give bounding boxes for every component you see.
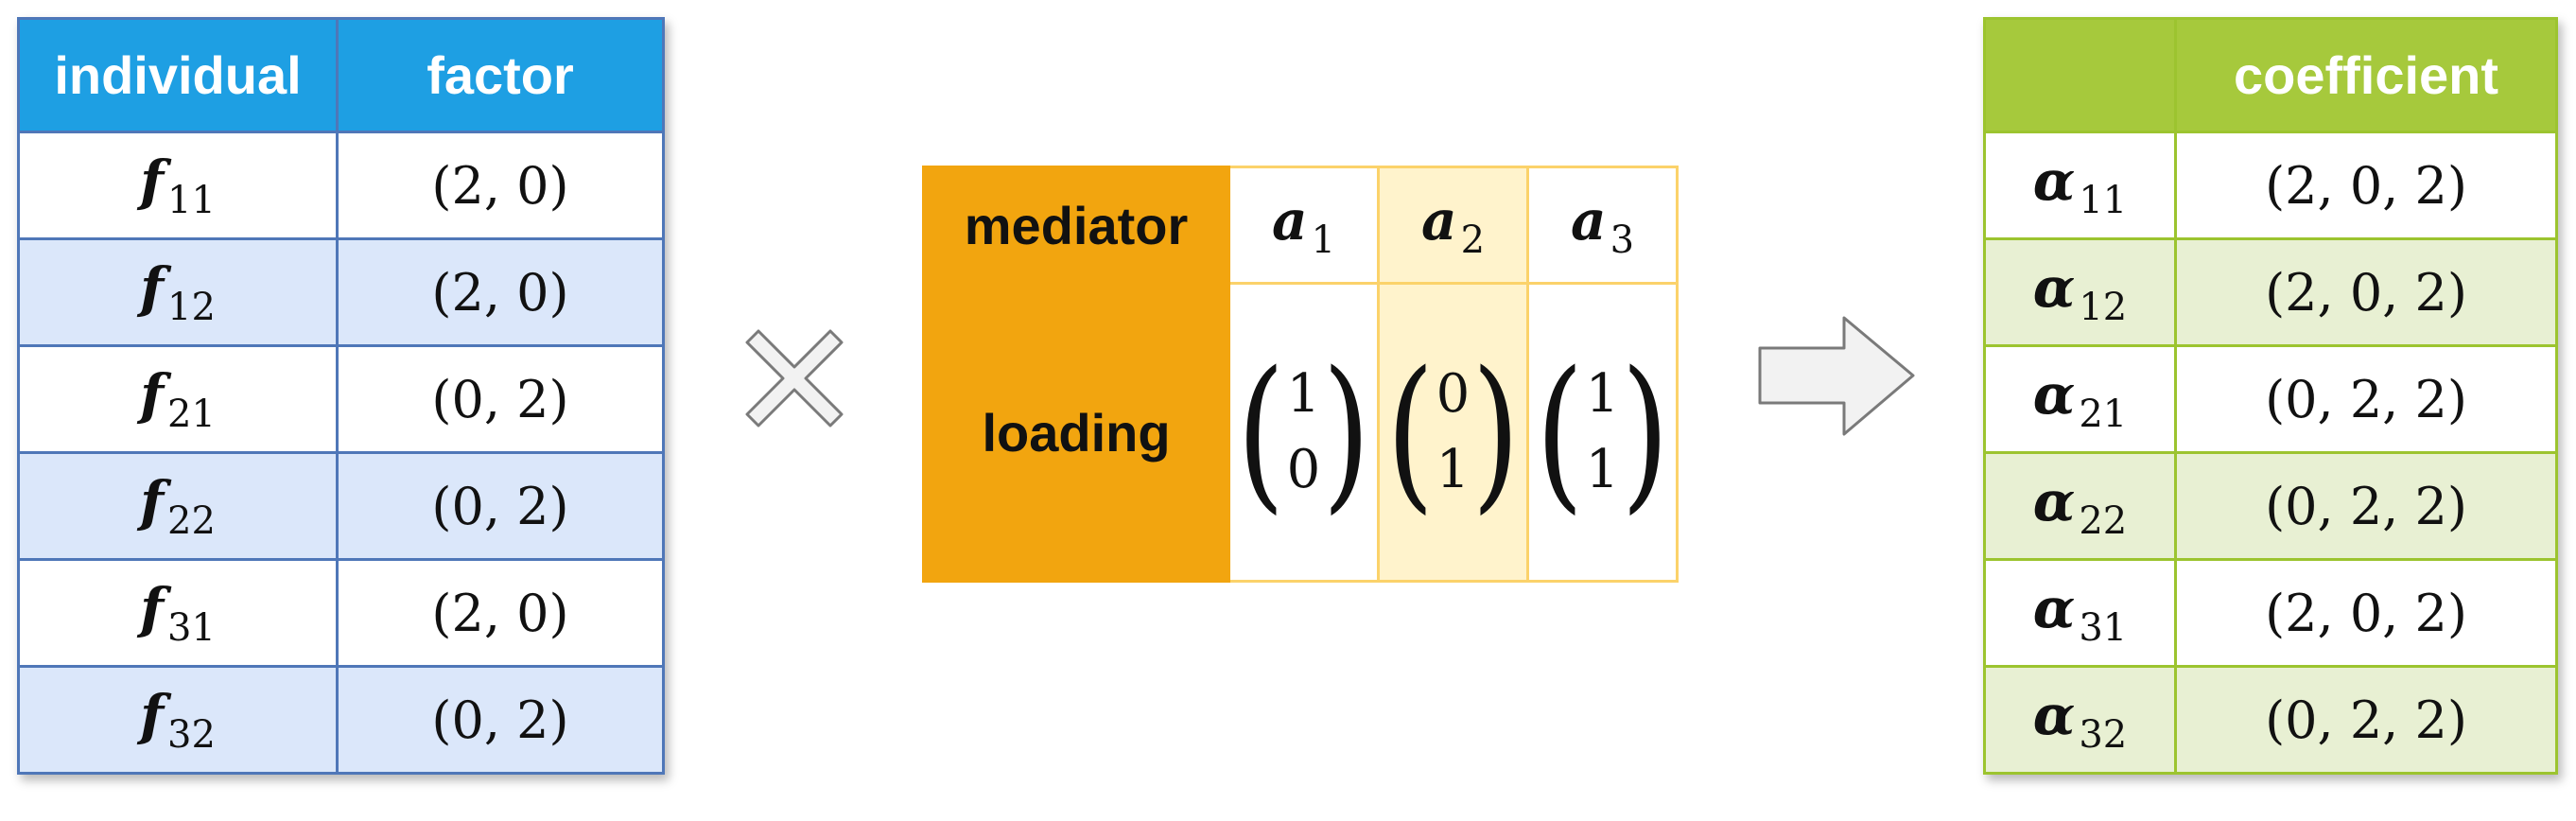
times-icon <box>745 329 844 428</box>
header-coefficient: coefficient <box>2174 17 2558 133</box>
coefficient-value: (0, 2, 2) <box>2174 451 2558 561</box>
factor-value: (2, 0) <box>336 237 665 347</box>
factor-table-header: individual factor <box>17 17 665 133</box>
coefficient-value: (0, 2, 2) <box>2174 665 2558 775</box>
header-blank <box>1983 17 2177 133</box>
row-label-mediator: mediator <box>922 166 1230 285</box>
factor-value: (0, 2) <box>336 451 665 561</box>
header-individual: individual <box>17 17 339 133</box>
right-arrow-icon <box>1758 316 1915 436</box>
coefficient-value: (2, 0, 2) <box>2174 237 2558 347</box>
coefficient-value: (0, 2, 2) <box>2174 344 2558 454</box>
header-factor: factor <box>336 17 665 133</box>
factor-value: (2, 0) <box>336 131 665 240</box>
factor-value: (2, 0) <box>336 558 665 668</box>
coefficient-value: (2, 0, 2) <box>2174 131 2558 240</box>
factor-value: (0, 2) <box>336 344 665 454</box>
coefficient-table-header: coefficient <box>1983 17 2558 133</box>
factor-value: (0, 2) <box>336 665 665 775</box>
coefficient-value: (2, 0, 2) <box>2174 558 2558 668</box>
row-label-loading: loading <box>922 282 1230 583</box>
